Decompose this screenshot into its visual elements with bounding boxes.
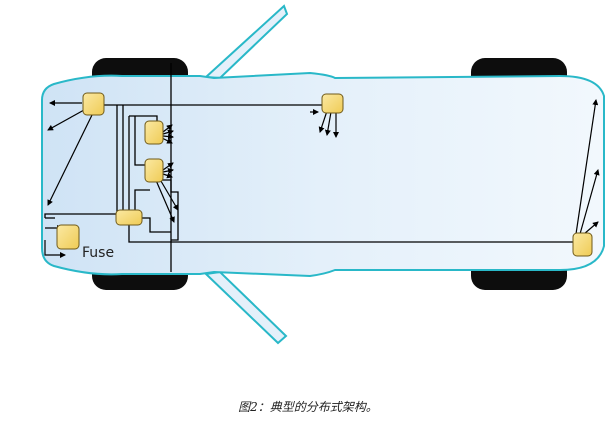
module-center-lower xyxy=(144,158,164,183)
module-center-upper xyxy=(144,120,164,145)
module-fuse-box xyxy=(56,224,80,250)
module-roof-center xyxy=(321,93,344,114)
car-body xyxy=(41,71,605,278)
module-rear xyxy=(572,232,593,257)
module-gateway xyxy=(115,209,143,226)
modules xyxy=(56,92,593,257)
module-front-ecu xyxy=(82,92,105,116)
door-bottom xyxy=(203,270,288,345)
figure-caption: 图2：典型的分布式架构。 xyxy=(238,400,378,414)
wiring xyxy=(44,63,574,272)
fuse-label: Fuse xyxy=(82,245,114,261)
door-top xyxy=(203,4,289,80)
